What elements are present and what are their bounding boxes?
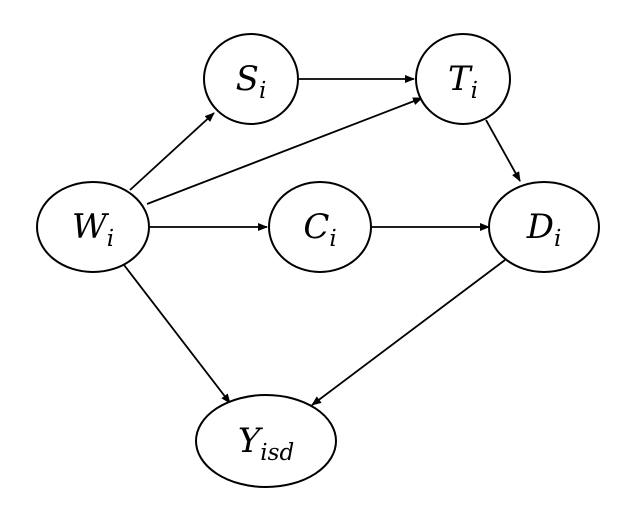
- node-d-ellipse: [488, 181, 600, 273]
- edge-w-to-s: [129, 112, 215, 191]
- node-t: Ti: [415, 33, 511, 125]
- node-y-ellipse: [195, 394, 337, 488]
- node-w-ellipse: [36, 181, 150, 273]
- node-c: Ci: [268, 181, 372, 273]
- node-c-label: Ci: [303, 207, 336, 252]
- node-c-ellipse: [268, 181, 372, 273]
- node-s-label: Si: [236, 59, 267, 104]
- edge-d-to-y: [311, 259, 506, 406]
- node-d-label: Di: [526, 207, 562, 252]
- node-y-label: Yisd: [238, 421, 294, 466]
- node-d: Di: [488, 181, 600, 273]
- node-s: Si: [203, 33, 299, 125]
- edge-w-to-t: [146, 97, 423, 205]
- edges: [123, 75, 521, 406]
- node-w: Wi: [36, 181, 150, 273]
- edge-t-to-d: [485, 119, 521, 182]
- node-t-label: Ti: [448, 59, 478, 104]
- edge-w-to-y: [123, 264, 231, 404]
- node-y: Yisd: [195, 394, 337, 488]
- node-s-ellipse: [203, 33, 299, 125]
- node-w-label: Wi: [72, 207, 114, 252]
- node-t-ellipse: [415, 33, 511, 125]
